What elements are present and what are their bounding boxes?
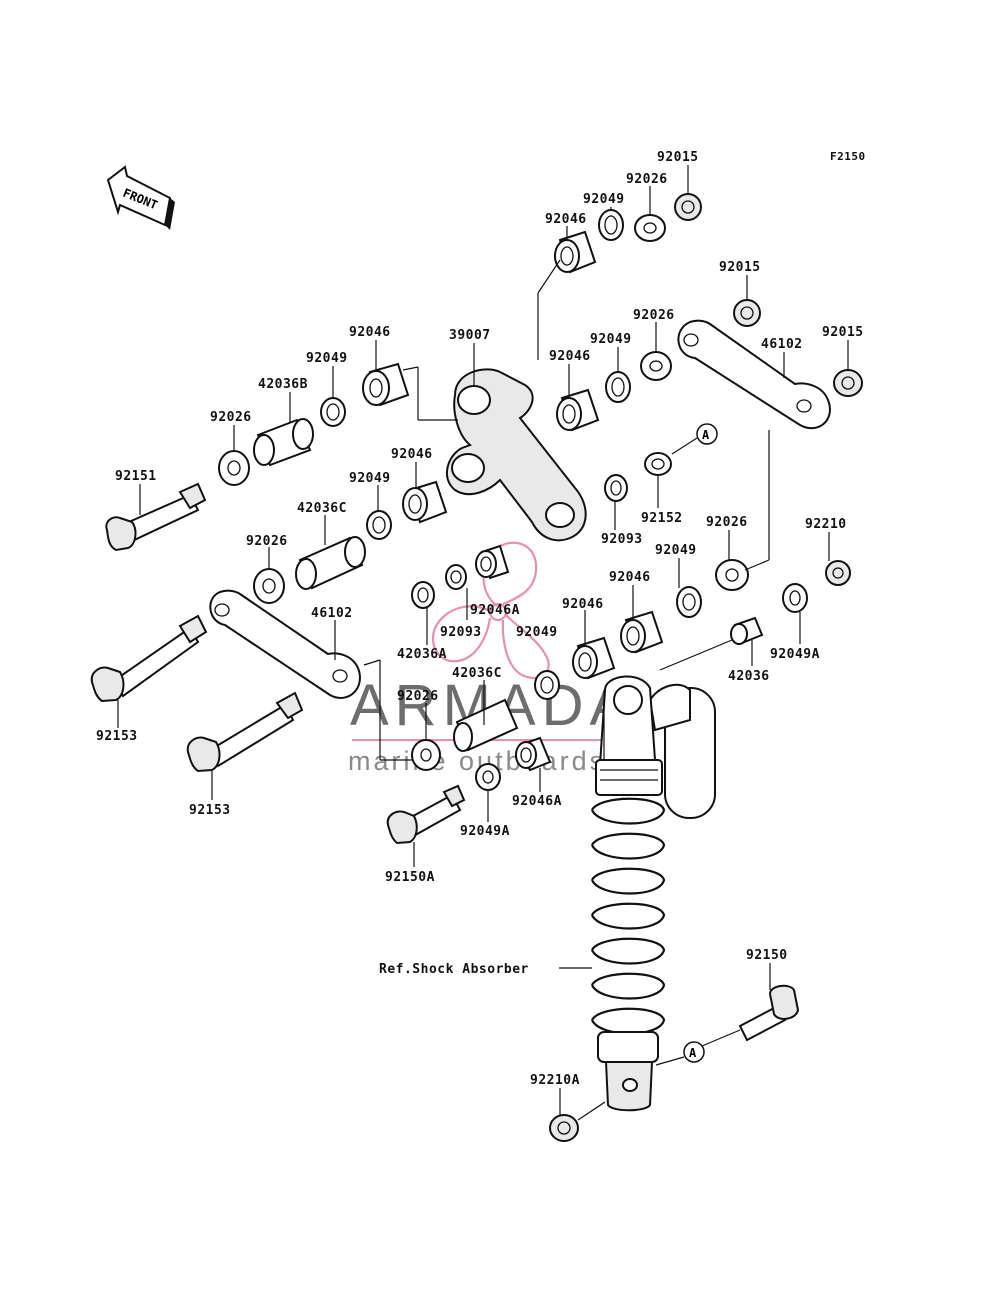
bolt-92150a <box>386 784 466 845</box>
watermark-tagline: marine outboards <box>348 746 606 776</box>
label-92026-upper-left: 92026 <box>210 410 252 425</box>
label-92093-center: 92093 <box>440 625 482 640</box>
shock-absorber <box>590 675 716 1112</box>
label-92026-mid-right: 92026 <box>706 515 748 530</box>
label-92046-top: 92046 <box>545 212 587 227</box>
washer-92026-upper-left <box>218 450 250 486</box>
collar-42036 <box>730 616 764 645</box>
bushing-42036a-upper <box>411 581 435 609</box>
label-92093-right: 92093 <box>601 532 643 547</box>
washer-92026-center <box>411 739 441 771</box>
label-92046a-center: 92046A <box>470 603 520 618</box>
label-92049-lower-left: 92049 <box>349 471 391 486</box>
label-92015-top: 92015 <box>657 150 699 165</box>
bearing-92046-lower-left <box>402 480 448 524</box>
bearing-92046a-center <box>475 544 510 580</box>
seal-92093-right <box>604 474 628 502</box>
tie-rod-46102-left <box>209 589 361 699</box>
label-92049a-lower: 92049A <box>460 824 510 839</box>
label-46102-right: 46102 <box>761 337 803 352</box>
seal-92049a-right <box>782 583 808 613</box>
label-92026-lower-left: 92026 <box>246 534 288 549</box>
marker-a-bottom: A <box>683 1041 705 1063</box>
label-92049-top: 92049 <box>583 192 625 207</box>
washer-92026-right <box>640 351 672 381</box>
bearing-92046-mid <box>556 388 600 432</box>
seal-92049-lower-left <box>366 510 392 540</box>
seal-92049-center <box>534 670 560 700</box>
label-39007: 39007 <box>449 328 491 343</box>
label-92049a-right: 92049A <box>770 647 820 662</box>
diagram-code: F2150 <box>830 150 866 163</box>
label-92046-lower-mid: 92046 <box>562 597 604 612</box>
marker-a-top: A <box>696 423 718 445</box>
label-42036b: 42036B <box>258 377 308 392</box>
washer-92026-top <box>634 214 666 242</box>
nut-92015-mid <box>733 299 761 327</box>
label-92150: 92150 <box>746 948 788 963</box>
label-42036a: 42036A <box>397 647 447 662</box>
label-ref-shock-absorber: Ref.Shock Absorber <box>379 962 529 977</box>
bolt-92153-upper <box>90 614 208 703</box>
label-42036c: 42036C <box>297 501 347 516</box>
label-92210a: 92210A <box>530 1073 580 1088</box>
label-92049-upper-left: 92049 <box>306 351 348 366</box>
part-labels: 92015 92026 92049 92046 92015 92015 9202… <box>96 150 864 1088</box>
label-42036: 42036 <box>728 669 770 684</box>
label-92046-mid: 92046 <box>549 349 591 364</box>
label-92015-mid: 92015 <box>719 260 761 275</box>
front-arrow-icon: FRONT <box>106 165 175 230</box>
nut-92015-right <box>833 369 863 397</box>
leader-lines <box>117 165 849 1121</box>
bearing-92046-lower-mid <box>572 636 616 680</box>
collar-92152 <box>644 452 672 476</box>
washer-92026-mid-right <box>715 559 749 591</box>
nut-92210a <box>549 1114 579 1142</box>
seal-92049-upper-left <box>320 397 346 427</box>
label-92046-lower-left: 92046 <box>391 447 433 462</box>
label-92210: 92210 <box>805 517 847 532</box>
bolt-92151 <box>105 482 207 552</box>
label-92026-center: 92026 <box>397 689 439 704</box>
label-92049-mid-right: 92049 <box>655 543 697 558</box>
label-92015-right: 92015 <box>822 325 864 340</box>
bearing-92046-upper-left <box>362 362 410 407</box>
label-92152: 92152 <box>641 511 683 526</box>
nut-92210 <box>825 560 851 586</box>
label-92150a: 92150A <box>385 870 435 885</box>
label-92026-top: 92026 <box>626 172 668 187</box>
collar-42036c-center <box>453 698 519 752</box>
marker-a-label: A <box>702 428 710 442</box>
seal-92049a-lower <box>475 763 501 791</box>
marker-a-label-bottom: A <box>689 1046 697 1060</box>
collar-42036c <box>295 536 366 590</box>
washer-92026-lower-left <box>253 568 285 604</box>
label-92049-mid: 92049 <box>590 332 632 347</box>
bolt-92150 <box>738 984 800 1042</box>
label-92153-lower: 92153 <box>189 803 231 818</box>
seal-92049-top <box>598 209 624 241</box>
shock-spring <box>590 797 666 1035</box>
bearing-92046-top <box>554 230 597 274</box>
label-92046a-lower: 92046A <box>512 794 562 809</box>
seal-92093-center <box>445 564 467 590</box>
seal-92049-mid-right <box>676 586 702 618</box>
label-92046-mid-right: 92046 <box>609 570 651 585</box>
bearing-92046-mid-right <box>620 610 664 654</box>
tie-rod-46102-right <box>677 319 831 430</box>
label-92026-right: 92026 <box>633 308 675 323</box>
label-46102-left: 46102 <box>311 606 353 621</box>
bearing-92046a-lower <box>515 736 552 772</box>
label-92046-upper-left: 92046 <box>349 325 391 340</box>
label-92151: 92151 <box>115 469 157 484</box>
label-42036c-center: 42036C <box>452 666 502 681</box>
rocker-arm-39007 <box>445 368 587 542</box>
nut-92015-top <box>674 193 702 221</box>
label-92049-center: 92049 <box>516 625 558 640</box>
collar-42036b <box>253 418 314 467</box>
label-92153-upper: 92153 <box>96 729 138 744</box>
seal-92049-mid <box>605 371 631 403</box>
bolt-92153-lower <box>186 691 304 773</box>
